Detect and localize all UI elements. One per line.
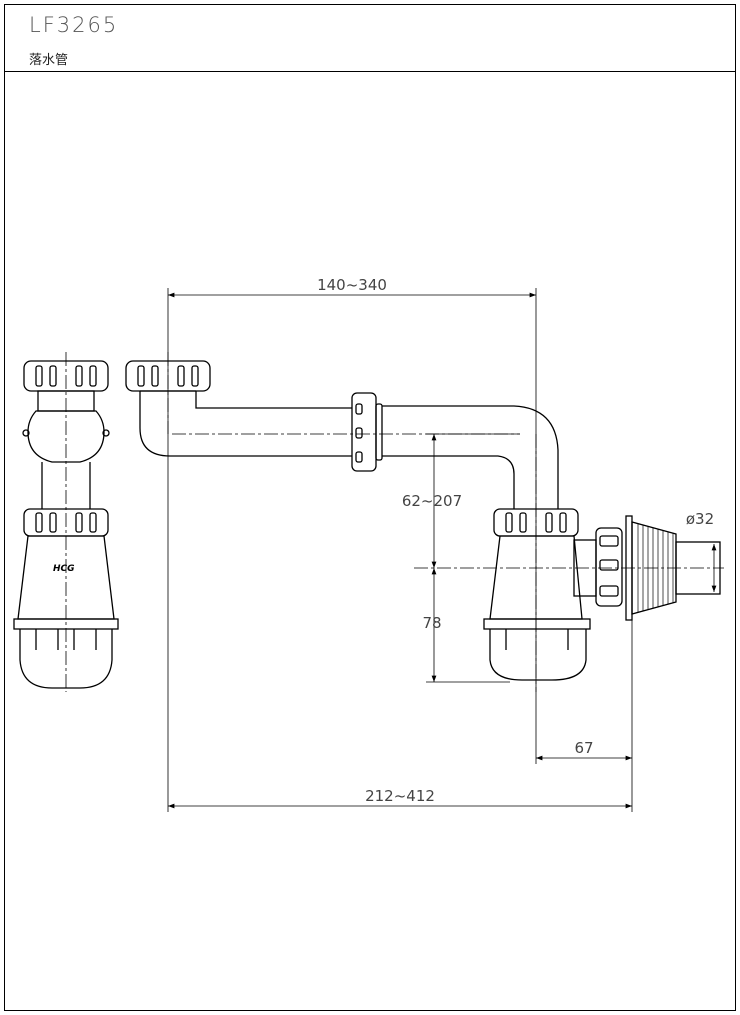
side-view (13, 352, 119, 692)
dim-overall-width: 212~412 (365, 787, 435, 805)
dim-outlet-diameter: ø32 (686, 510, 714, 528)
dimension-lines (167, 288, 717, 812)
dimension-labels: 140~340 212~412 67 62~207 78 ø32 (317, 276, 714, 805)
front-view (125, 352, 724, 692)
outlet-nut (595, 527, 623, 607)
brand-logo: HCG (53, 564, 75, 574)
model-number: LF3265 (29, 13, 119, 37)
product-name: 落水管 (29, 53, 69, 68)
drawing-sheet: LF3265 落水管 (4, 4, 736, 1011)
horizontal-slip-nut (351, 392, 383, 472)
dim-height-adjust: 62~207 (402, 492, 462, 510)
dim-outlet-offset: 67 (574, 739, 593, 757)
dim-pipe-length: 140~340 (317, 276, 387, 294)
dim-trap-height: 78 (422, 614, 441, 632)
title-block: LF3265 落水管 (5, 5, 735, 72)
